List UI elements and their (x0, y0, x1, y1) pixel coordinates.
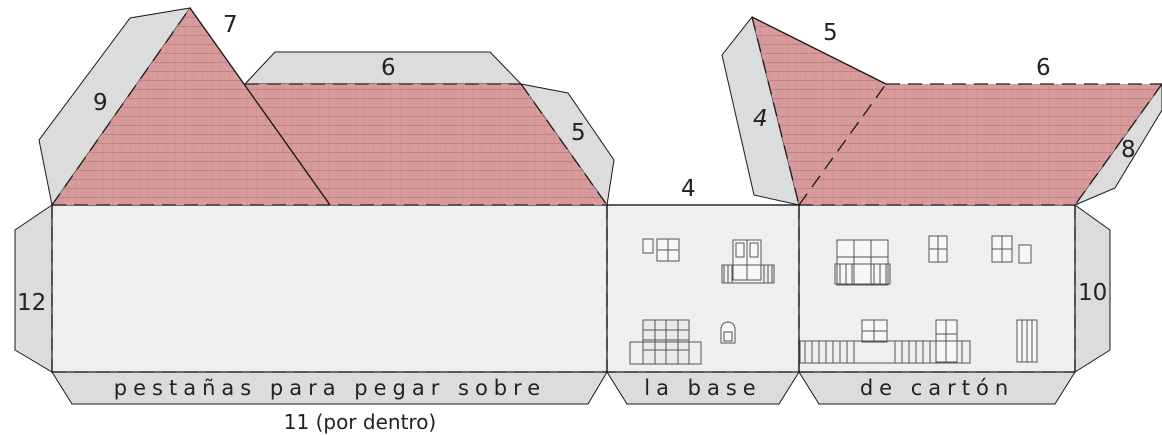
window-right-1 (928, 235, 948, 263)
window-lower-1 (861, 319, 888, 343)
edge-label-4-right: 4 (753, 106, 768, 132)
edge-label-6-left: 6 (381, 55, 396, 81)
roof-gable-right (752, 17, 886, 205)
tab-text-1: pestañas para pegar sobre (114, 376, 546, 400)
balcony-door-middle (721, 239, 775, 284)
roof-gable-left (52, 8, 330, 205)
railing-lower (799, 340, 971, 364)
edge-label-12: 12 (17, 290, 46, 316)
window-triple-balcony (834, 239, 891, 286)
edge-label-7: 7 (223, 12, 238, 38)
edge-label-10: 10 (1078, 280, 1107, 306)
edge-label-8: 8 (1121, 137, 1136, 163)
edge-label-5-left: 5 (571, 120, 586, 146)
roof-slope-left (245, 84, 607, 205)
window-right-2 (991, 235, 1032, 264)
edge-label-5-right: 5 (823, 20, 838, 46)
tab-text-2: la base (644, 376, 761, 400)
roof-slope-right (799, 84, 1162, 205)
tab-text-3: de cartón (860, 376, 1014, 400)
wall-middle (606, 204, 800, 373)
garage-door (629, 319, 702, 365)
edge-label-4-middle: 4 (681, 176, 696, 202)
edge-label-9: 9 (93, 90, 108, 116)
edge-label-6-right: 6 (1036, 55, 1051, 81)
window-small-pair (642, 238, 680, 262)
footnote: 11 (por dentro) (284, 410, 436, 434)
wall-left (51, 204, 608, 373)
flap-12 (14, 204, 53, 373)
arched-window (720, 321, 736, 344)
door-lower-2 (1016, 319, 1038, 363)
